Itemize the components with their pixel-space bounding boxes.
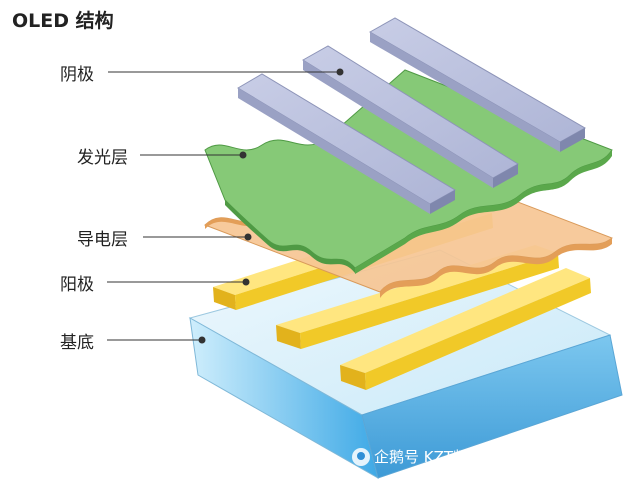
cathode-bar-3 [368, 17, 587, 152]
diagram-title: OLED 结构 [12, 10, 114, 32]
penguin-icon [352, 447, 370, 466]
cathode-bar-1 [237, 73, 456, 214]
watermark-text: 企鹅号 KZT凯智通微电子 [374, 448, 544, 466]
substrate-leader-dot [198, 336, 206, 344]
anode-strip-3 [340, 268, 591, 390]
emissive-leader-dot [239, 151, 247, 159]
conductive-leader-dot [244, 233, 252, 241]
label-substrate: 基底 [60, 333, 94, 353]
anode-leader-dot [242, 278, 250, 286]
watermark: 企鹅号 KZT凯智通微电子 [352, 446, 632, 467]
cathode-leader-dot [336, 68, 344, 76]
cathode-bars [237, 17, 587, 214]
leader-lines [107, 68, 344, 344]
label-emissive-layer: 发光层 [77, 148, 128, 168]
cathode-bar-2 [302, 45, 519, 188]
label-anode: 阳极 [60, 275, 94, 295]
label-conductive-layer: 导电层 [77, 230, 128, 250]
substrate-layer [188, 249, 623, 480]
label-cathode: 阴极 [60, 65, 94, 85]
